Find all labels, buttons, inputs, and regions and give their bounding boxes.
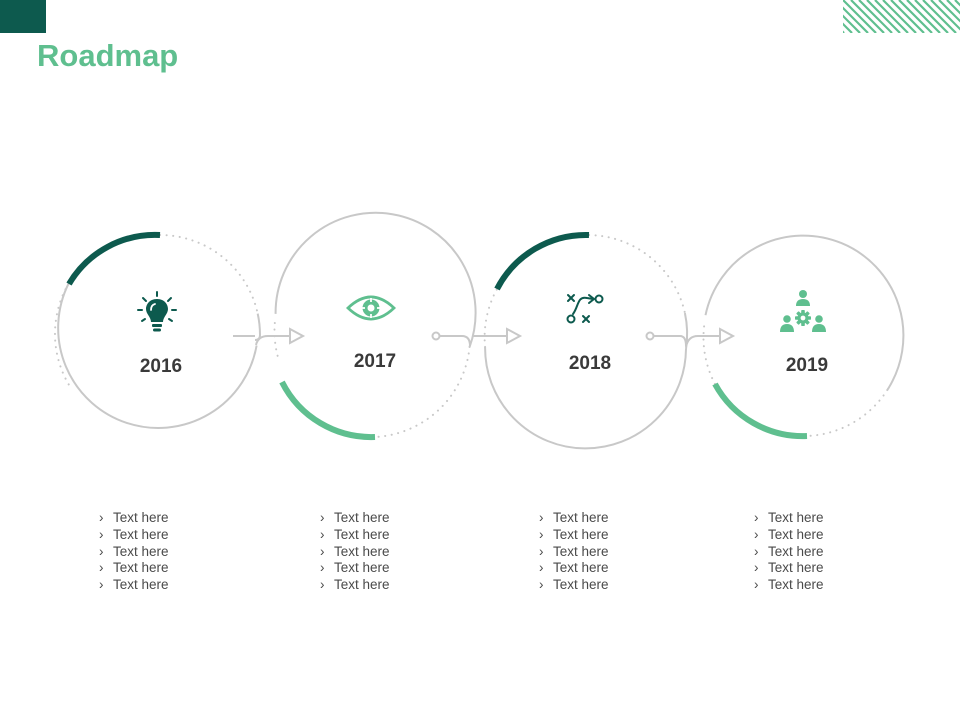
eye-target-icon bbox=[346, 295, 396, 321]
chevron-right-icon: › bbox=[320, 577, 325, 593]
bullet-list-2017: ›Text here ›Text here ›Text here ›Text h… bbox=[320, 510, 390, 594]
list-item: ›Text here bbox=[320, 526, 390, 542]
chevron-right-icon: › bbox=[754, 526, 759, 542]
year-label-2016: 2016 bbox=[139, 356, 183, 377]
connector-1 bbox=[233, 327, 306, 346]
list-item: ›Text here bbox=[539, 510, 609, 525]
list-item: ›Text here bbox=[539, 560, 609, 576]
chevron-right-icon: › bbox=[99, 526, 104, 542]
chevron-right-icon: › bbox=[754, 543, 759, 559]
year-label-2018: 2018 bbox=[568, 353, 612, 374]
list-item: ›Text here bbox=[320, 577, 390, 593]
milestone-ring-2019 bbox=[702, 234, 905, 440]
bullet-list-2016: ›Text here ›Text here ›Text here ›Text h… bbox=[99, 510, 169, 594]
list-item: ›Text here bbox=[99, 560, 169, 576]
list-item: ›Text here bbox=[320, 510, 390, 525]
corner-stripes-decoration bbox=[843, 0, 960, 33]
chevron-right-icon: › bbox=[754, 560, 759, 576]
chevron-right-icon: › bbox=[539, 560, 544, 576]
chevron-right-icon: › bbox=[539, 543, 544, 559]
list-item: ›Text here bbox=[99, 543, 169, 559]
list-item: ›Text here bbox=[754, 543, 824, 559]
chevron-right-icon: › bbox=[320, 560, 325, 576]
chevron-right-icon: › bbox=[99, 543, 104, 559]
strategy-plan-icon bbox=[566, 294, 604, 324]
bullet-list-2019: ›Text here ›Text here ›Text here ›Text h… bbox=[754, 510, 824, 594]
chevron-right-icon: › bbox=[539, 577, 544, 593]
corner-accent-block bbox=[0, 0, 46, 33]
milestone-ring-2016 bbox=[54, 231, 262, 429]
list-item: ›Text here bbox=[99, 577, 169, 593]
team-gear-icon bbox=[780, 290, 826, 332]
milestone-ring-2018 bbox=[483, 231, 689, 450]
list-item: ›Text here bbox=[99, 510, 169, 525]
list-item: ›Text here bbox=[539, 577, 609, 593]
list-item: ›Text here bbox=[99, 526, 169, 542]
bullet-list-2018: ›Text here ›Text here ›Text here ›Text h… bbox=[539, 510, 609, 594]
connector-2 bbox=[431, 327, 523, 347]
list-item: ›Text here bbox=[754, 560, 824, 576]
progress-arc-2018 bbox=[494, 231, 590, 291]
chevron-right-icon: › bbox=[99, 577, 104, 593]
page-title: Roadmap bbox=[37, 38, 179, 73]
chevron-right-icon: › bbox=[320, 543, 325, 559]
chevron-right-icon: › bbox=[320, 526, 325, 542]
list-item: ›Text here bbox=[539, 543, 609, 559]
list-item: ›Text here bbox=[320, 560, 390, 576]
progress-arc-2019 bbox=[712, 382, 808, 440]
milestone-ring-2017 bbox=[273, 211, 477, 441]
chevron-right-icon: › bbox=[754, 577, 759, 593]
progress-arc-2016 bbox=[66, 231, 161, 286]
list-item: ›Text here bbox=[754, 577, 824, 593]
lightbulb-icon bbox=[137, 291, 177, 332]
list-item: ›Text here bbox=[754, 510, 824, 525]
list-item: ›Text here bbox=[539, 526, 609, 542]
list-item: ›Text here bbox=[754, 526, 824, 542]
year-label-2019: 2019 bbox=[785, 355, 829, 376]
connector-3 bbox=[645, 327, 736, 348]
list-item: ›Text here bbox=[320, 543, 390, 559]
chevron-right-icon: › bbox=[539, 510, 544, 525]
chevron-right-icon: › bbox=[99, 560, 104, 576]
chevron-right-icon: › bbox=[320, 510, 325, 525]
year-label-2017: 2017 bbox=[353, 351, 397, 372]
progress-arc-2017 bbox=[279, 380, 376, 441]
chevron-right-icon: › bbox=[539, 526, 544, 542]
chevron-right-icon: › bbox=[99, 510, 104, 525]
chevron-right-icon: › bbox=[754, 510, 759, 525]
